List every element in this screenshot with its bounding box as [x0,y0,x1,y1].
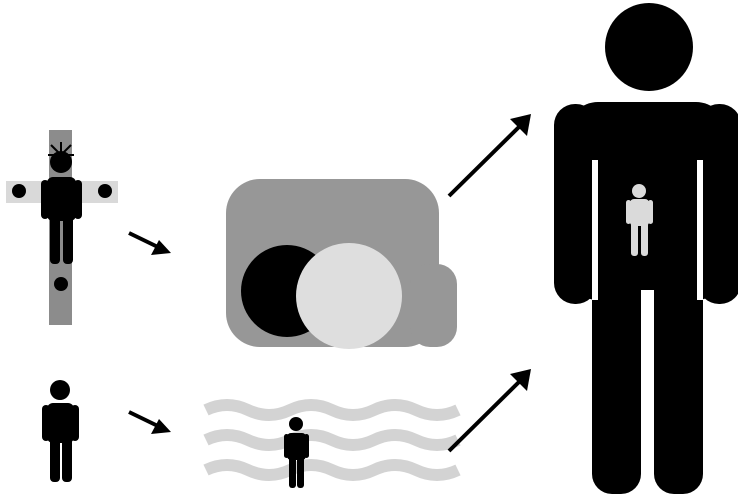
nail-left-icon [12,184,26,198]
chalice-and-host-icon [226,179,457,349]
person-in-water-icon [206,405,458,488]
arrow-icon [129,412,171,434]
nail-right-icon [98,184,112,198]
chalice-side-tab [410,264,457,347]
host-wafer-circle [296,243,402,349]
arrow-icon [449,114,531,196]
crucifixion-group [6,130,118,325]
leg-gap [641,290,654,499]
nail-feet-icon [54,277,68,291]
water-waves [206,405,458,475]
arrow-icon [129,233,171,255]
arm-gap-left [592,160,598,300]
arm-gap-right [697,160,703,300]
person-icon [42,380,79,482]
arrow-icon [449,369,531,451]
